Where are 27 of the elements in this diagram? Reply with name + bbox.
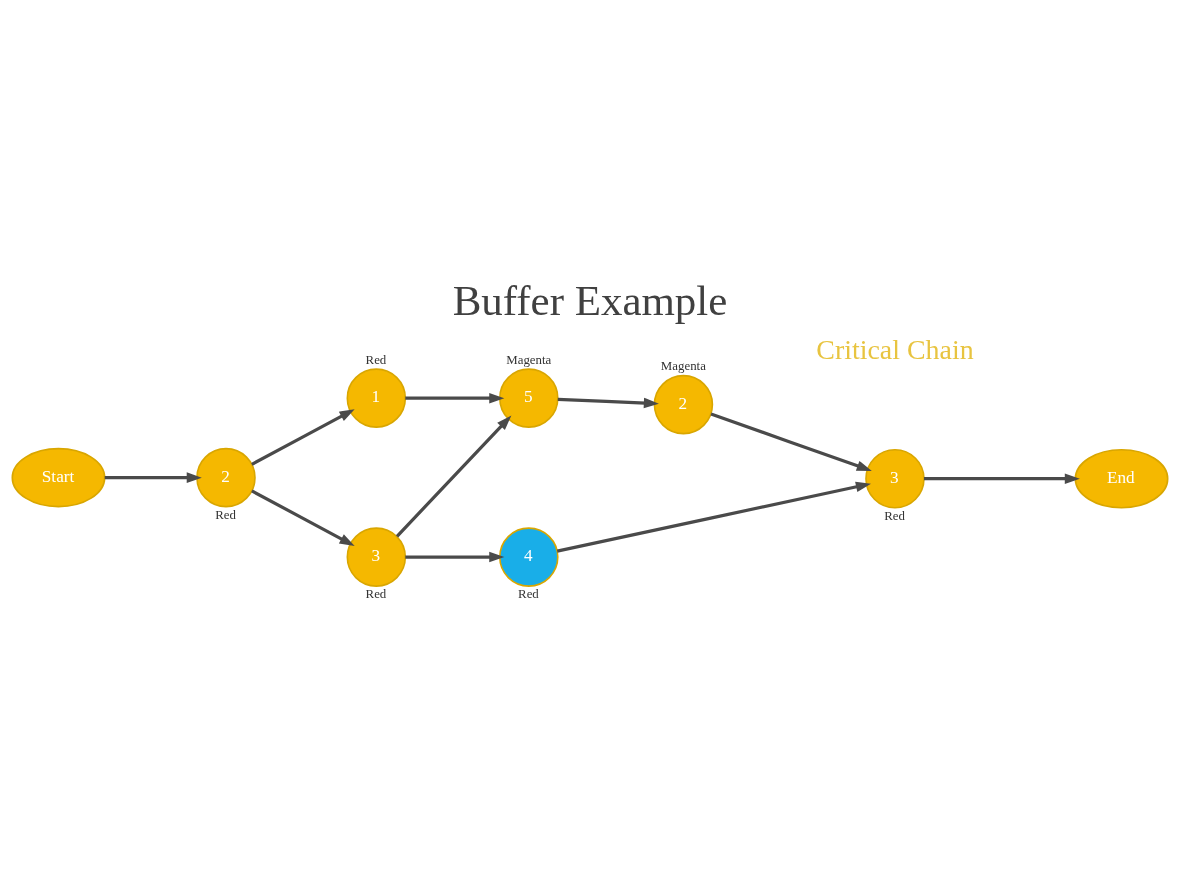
arrow (405, 392, 505, 403)
arrow (251, 408, 355, 466)
arrow (405, 551, 505, 562)
node-label: Magenta (506, 352, 552, 367)
node-circle: 4 (499, 526, 559, 587)
arrow (556, 481, 871, 553)
node-label: Red (365, 586, 387, 601)
arrow (395, 414, 512, 537)
node-circle: 3 (346, 526, 407, 587)
label: Critical Chain (816, 333, 974, 365)
node-circle: 1 (346, 367, 407, 428)
node-ellipse: Start (11, 447, 106, 507)
node-ellipse: End (1074, 448, 1169, 508)
node-label: Red (365, 352, 387, 367)
arrow (710, 412, 872, 471)
node-label: Red (884, 508, 905, 523)
node-circle: 3 (865, 448, 925, 508)
arrow (104, 471, 202, 483)
arrow (924, 472, 1080, 484)
arrow (251, 489, 355, 546)
diagram-title: Buffer Example (452, 276, 728, 324)
node-label: Magenta (660, 358, 706, 373)
arrow (557, 397, 659, 408)
node-circle: 2 (653, 374, 714, 434)
node-label: Red (518, 586, 539, 601)
node-label: Red (215, 507, 236, 522)
node-circle: 2 (196, 447, 256, 507)
